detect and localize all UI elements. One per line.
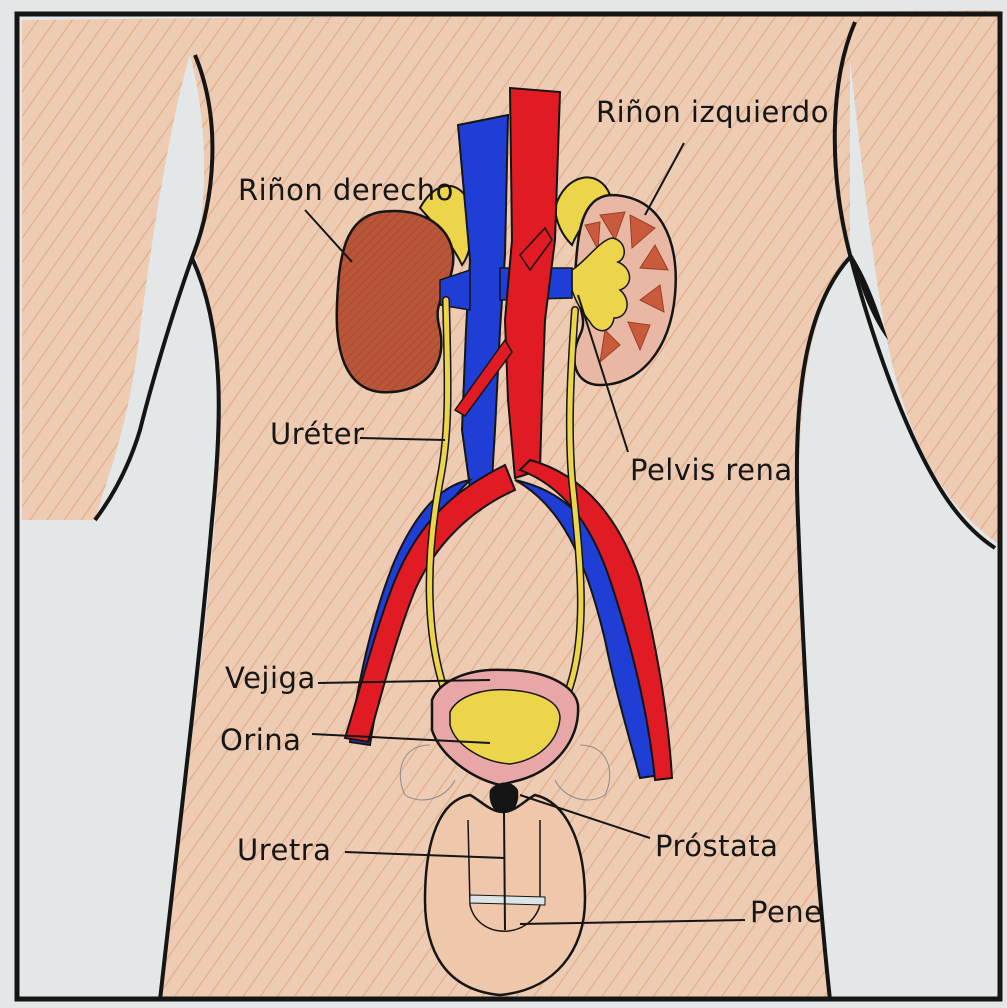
label-uretra: Uretra (237, 833, 331, 867)
label-pelvis-renal: Pelvis renal (630, 453, 801, 487)
label-pene: Pene (750, 895, 823, 929)
urethra (504, 812, 505, 930)
label-vejiga: Vejiga (225, 661, 316, 695)
glans-line (470, 895, 545, 905)
label-orina: Orina (220, 723, 301, 757)
label-rinon-izquierdo: Riñon izquierdo (596, 95, 829, 129)
label-rinon-derecho: Riñon derecho (238, 173, 454, 207)
right-kidney (337, 211, 454, 392)
label-ureter: Uréter (270, 417, 365, 451)
label-prostata: Próstata (655, 829, 778, 863)
